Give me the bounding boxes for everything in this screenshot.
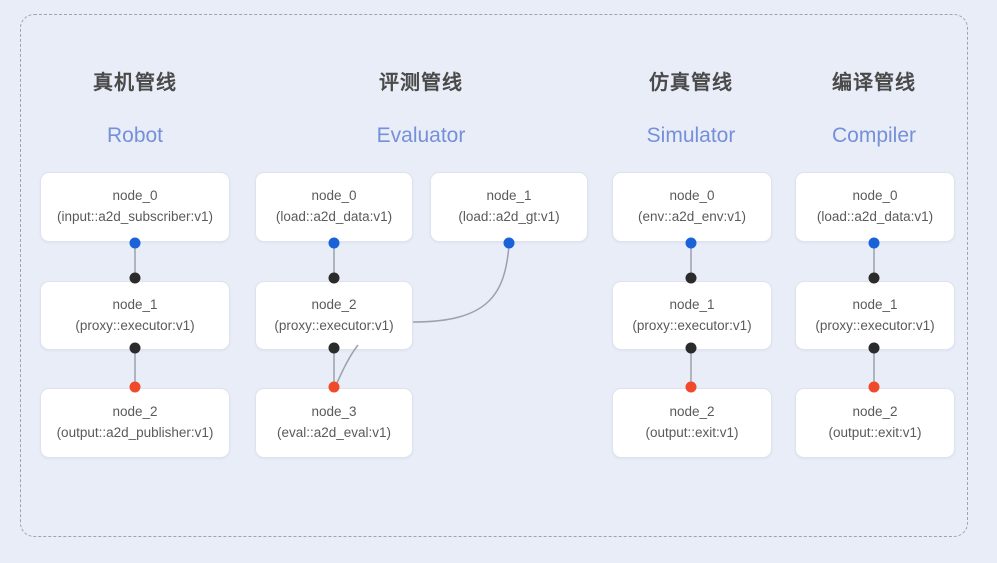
edge-e-eval-gt-2	[412, 244, 510, 323]
node-type-label: (input::a2d_subscriber:v1)	[56, 209, 214, 224]
port-blue-p-comp-out0[interactable]	[868, 237, 880, 249]
node-name-label: node_0	[669, 188, 715, 204]
node-name-label: node_0	[311, 188, 357, 204]
port-black-p-eval-out2[interactable]	[328, 342, 340, 354]
port-black-p-comp-out1[interactable]	[868, 342, 880, 354]
node-sim-n1[interactable]: node_1(proxy::executor:v1)	[612, 281, 772, 350]
node-name-label: node_2	[311, 296, 357, 312]
node-type-label: (output::exit:v1)	[645, 425, 739, 440]
node-name-label: node_0	[852, 188, 898, 204]
column-subtitle-robot: Robot	[106, 124, 164, 147]
column-title-compiler: 编译管线	[832, 72, 916, 94]
port-black-p-robot-in1[interactable]	[129, 272, 141, 284]
node-comp-n1[interactable]: node_1(proxy::executor:v1)	[795, 281, 955, 350]
node-name-label: node_1	[112, 296, 158, 312]
column-title-robot: 真机管线	[93, 72, 177, 94]
node-type-label: (load::a2d_data:v1)	[816, 209, 934, 224]
port-blue-p-sim-out0[interactable]	[685, 237, 697, 249]
node-sim-n0[interactable]: node_0(env::a2d_env:v1)	[612, 172, 772, 242]
column-subtitle-compiler: Compiler	[831, 124, 917, 147]
node-type-label: (load::a2d_gt:v1)	[458, 209, 560, 224]
column-title-simulator: 仿真管线	[649, 72, 733, 94]
port-red-p-eval-in3[interactable]	[328, 381, 340, 393]
port-black-p-sim-out1[interactable]	[685, 342, 697, 354]
port-blue-p-eval-out0[interactable]	[328, 237, 340, 249]
node-name-label: node_1	[669, 296, 715, 312]
node-eval-gt[interactable]: node_1(load::a2d_gt:v1)	[430, 172, 588, 242]
node-robot-n2[interactable]: node_2(output::a2d_publisher:v1)	[40, 388, 230, 458]
column-subtitle-simulator: Simulator	[646, 124, 736, 147]
node-sim-n2[interactable]: node_2(output::exit:v1)	[612, 388, 772, 458]
node-name-label: node_3	[311, 404, 357, 420]
edge-e-eval-2b-3	[335, 344, 359, 386]
node-name-label: node_2	[112, 404, 158, 420]
port-blue-p-eval-gtout[interactable]	[503, 237, 515, 249]
node-type-label: (proxy::executor:v1)	[815, 317, 935, 333]
node-comp-n0[interactable]: node_0(load::a2d_data:v1)	[795, 172, 955, 242]
column-title-evaluator: 评测管线	[379, 72, 463, 94]
node-eval-n3[interactable]: node_3(eval::a2d_eval:v1)	[255, 388, 413, 458]
node-type-label: (proxy::executor:v1)	[632, 317, 752, 333]
port-black-p-sim-in1[interactable]	[685, 272, 697, 284]
node-eval-n0[interactable]: node_0(load::a2d_data:v1)	[255, 172, 413, 242]
column-subtitle-evaluator: Evaluator	[376, 124, 466, 147]
node-name-label: node_2	[852, 404, 898, 420]
node-type-label: (output::exit:v1)	[828, 425, 922, 440]
port-red-p-robot-in2[interactable]	[129, 381, 141, 393]
node-type-label: (env::a2d_env:v1)	[637, 209, 747, 224]
node-robot-n0[interactable]: node_0(input::a2d_subscriber:v1)	[40, 172, 230, 242]
node-eval-n2[interactable]: node_2(proxy::executor:v1)	[255, 281, 413, 350]
node-robot-n1[interactable]: node_1(proxy::executor:v1)	[40, 281, 230, 350]
port-red-p-sim-in2[interactable]	[685, 381, 697, 393]
port-black-p-robot-out1[interactable]	[129, 342, 141, 354]
port-black-p-comp-in1[interactable]	[868, 272, 880, 284]
node-name-label: node_1	[486, 188, 532, 204]
node-type-label: (proxy::executor:v1)	[75, 317, 195, 333]
node-type-label: (output::a2d_publisher:v1)	[56, 425, 214, 440]
node-name-label: node_0	[112, 188, 158, 204]
node-type-label: (proxy::executor:v1)	[274, 317, 394, 333]
node-comp-n2[interactable]: node_2(output::exit:v1)	[795, 388, 955, 458]
port-blue-p-robot-out0[interactable]	[129, 237, 141, 249]
node-type-label: (eval::a2d_eval:v1)	[276, 425, 392, 440]
node-type-label: (load::a2d_data:v1)	[275, 209, 393, 224]
node-name-label: node_1	[852, 296, 898, 312]
port-black-p-eval-in2[interactable]	[328, 272, 340, 284]
node-name-label: node_2	[669, 404, 715, 420]
port-red-p-comp-in2[interactable]	[868, 381, 880, 393]
